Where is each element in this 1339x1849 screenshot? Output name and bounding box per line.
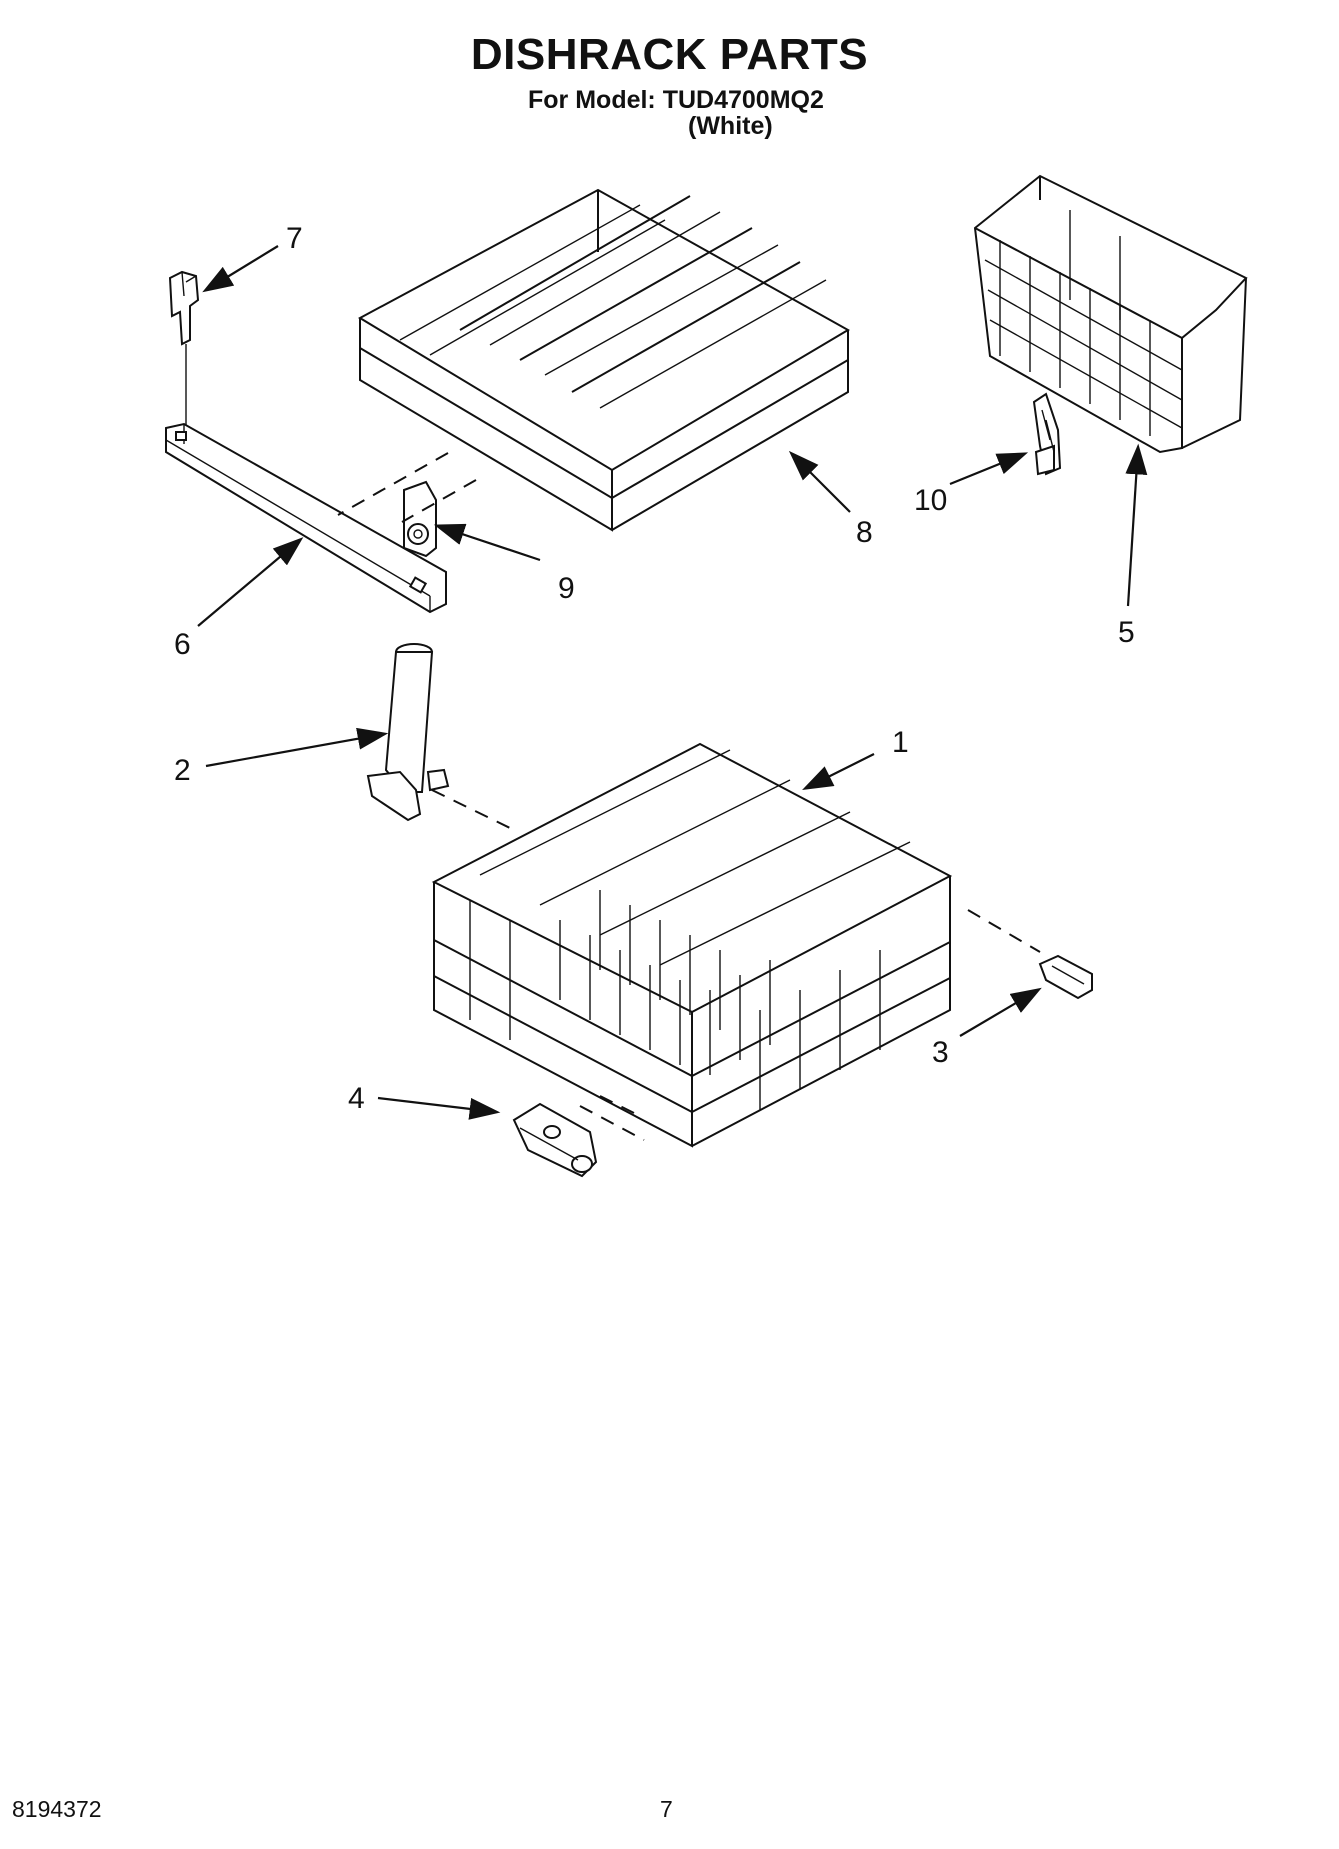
page-number: 7 [660, 1796, 673, 1822]
alignment-line [967, 909, 1041, 953]
alignment-line [599, 1095, 641, 1117]
alignment-line [431, 789, 511, 829]
leader-6 [197, 537, 304, 627]
page-title: DISHRACK PARTS [470, 30, 869, 79]
part-3-rack-stop [1038, 954, 1093, 1000]
leader-3 [959, 987, 1042, 1037]
leader-8 [788, 450, 851, 513]
callout-8: 8 [856, 516, 873, 549]
part-8-upper-dishrack [357, 188, 851, 532]
part-2-spray-tube [366, 643, 450, 822]
callout-1: 1 [892, 726, 909, 759]
leader-2 [205, 727, 389, 768]
callout-7: 7 [286, 222, 303, 255]
part-5-silverware-basket [973, 174, 1248, 454]
model-color: (White) [688, 112, 773, 140]
callout-10: 10 [914, 484, 947, 517]
leader-9 [433, 523, 541, 562]
model-number: For Model: TUD4700MQ2 [528, 86, 824, 114]
callout-2: 2 [174, 754, 191, 787]
callout-3: 3 [932, 1036, 949, 1069]
leader-7 [202, 245, 279, 293]
alignment-line [579, 1105, 645, 1141]
callout-4: 4 [348, 1082, 365, 1115]
leader-10 [949, 452, 1029, 486]
leader-4 [377, 1096, 501, 1120]
alignment-line [337, 452, 449, 516]
leader-5 [1125, 443, 1148, 607]
part-1-lower-dishrack [431, 742, 953, 1148]
callout-5: 5 [1118, 616, 1135, 649]
part-4-rack-roller [512, 1102, 598, 1178]
callout-9: 9 [558, 572, 575, 605]
callout-6: 6 [174, 628, 191, 661]
part-6-rack-track [165, 422, 447, 614]
part-9-rack-adjuster [403, 480, 437, 558]
leader-1 [802, 753, 875, 790]
part-7-rack-stop-clip [168, 270, 200, 430]
document-number: 8194372 [12, 1796, 102, 1822]
part-10-basket-clip [1032, 392, 1062, 476]
